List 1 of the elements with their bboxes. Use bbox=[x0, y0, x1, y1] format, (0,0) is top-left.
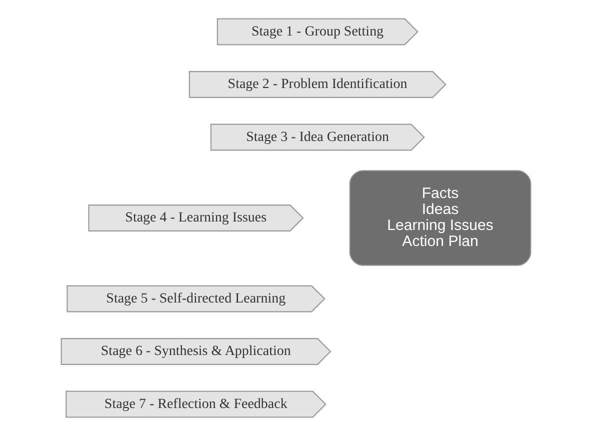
node-box: Facts Ideas Learning Issues Action Plan bbox=[348, 170, 531, 266]
